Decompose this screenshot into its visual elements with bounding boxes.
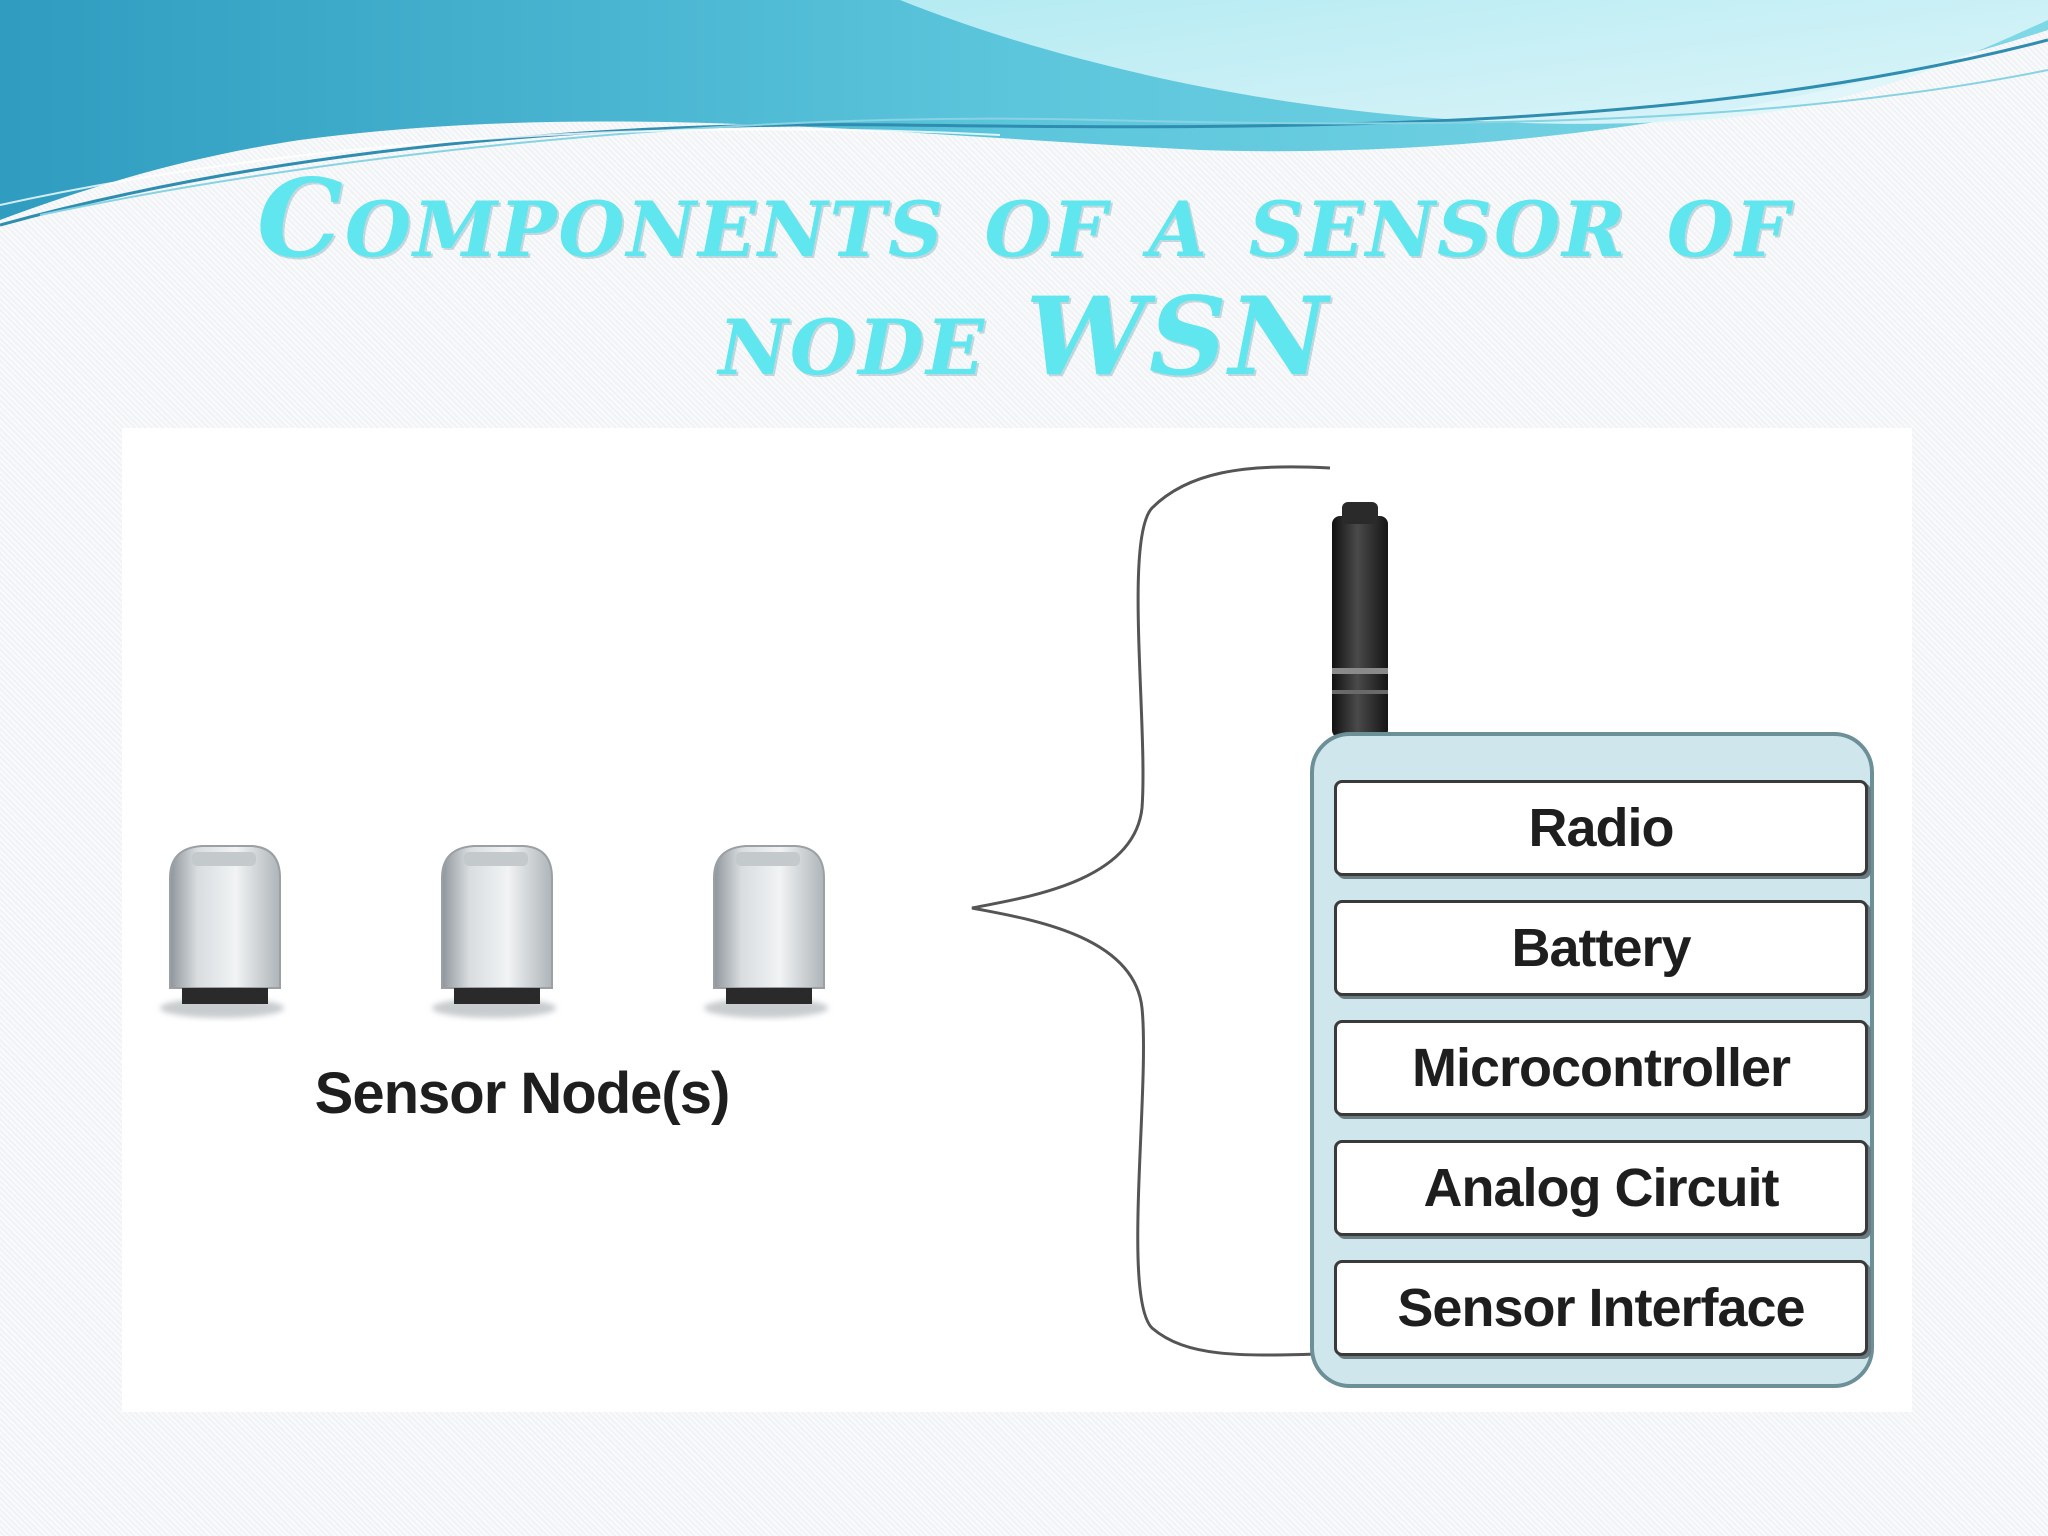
slide-title: Components of a sensor of node WSN xyxy=(0,160,2048,396)
layer-battery: Battery xyxy=(1334,900,1868,996)
title-line-1: Components of a sensor of xyxy=(256,156,1792,282)
sensor-node-icon xyxy=(432,845,556,1018)
layer-microcontroller: Microcontroller xyxy=(1334,1020,1868,1116)
layer-sensor-interface: Sensor Interface xyxy=(1334,1260,1868,1356)
layer-radio: Radio xyxy=(1334,780,1868,876)
sensor-node-diagram: Sensor Node(s) Radio Battery Microcontro… xyxy=(122,428,1912,1412)
sensor-node-icon xyxy=(704,845,828,1018)
diagram-graphics xyxy=(160,465,1388,1357)
antenna-icon xyxy=(1332,502,1388,738)
brace-icon xyxy=(971,465,1331,1357)
sensor-node-components: Radio Battery Microcontroller Analog Cir… xyxy=(1310,732,1874,1388)
title-line-2: node WSN xyxy=(718,274,1330,400)
layer-analog-circuit: Analog Circuit xyxy=(1334,1140,1868,1236)
sensor-nodes-caption: Sensor Node(s) xyxy=(314,1061,731,1126)
header-wave xyxy=(0,0,2048,227)
sensor-node-icon xyxy=(160,845,284,1018)
